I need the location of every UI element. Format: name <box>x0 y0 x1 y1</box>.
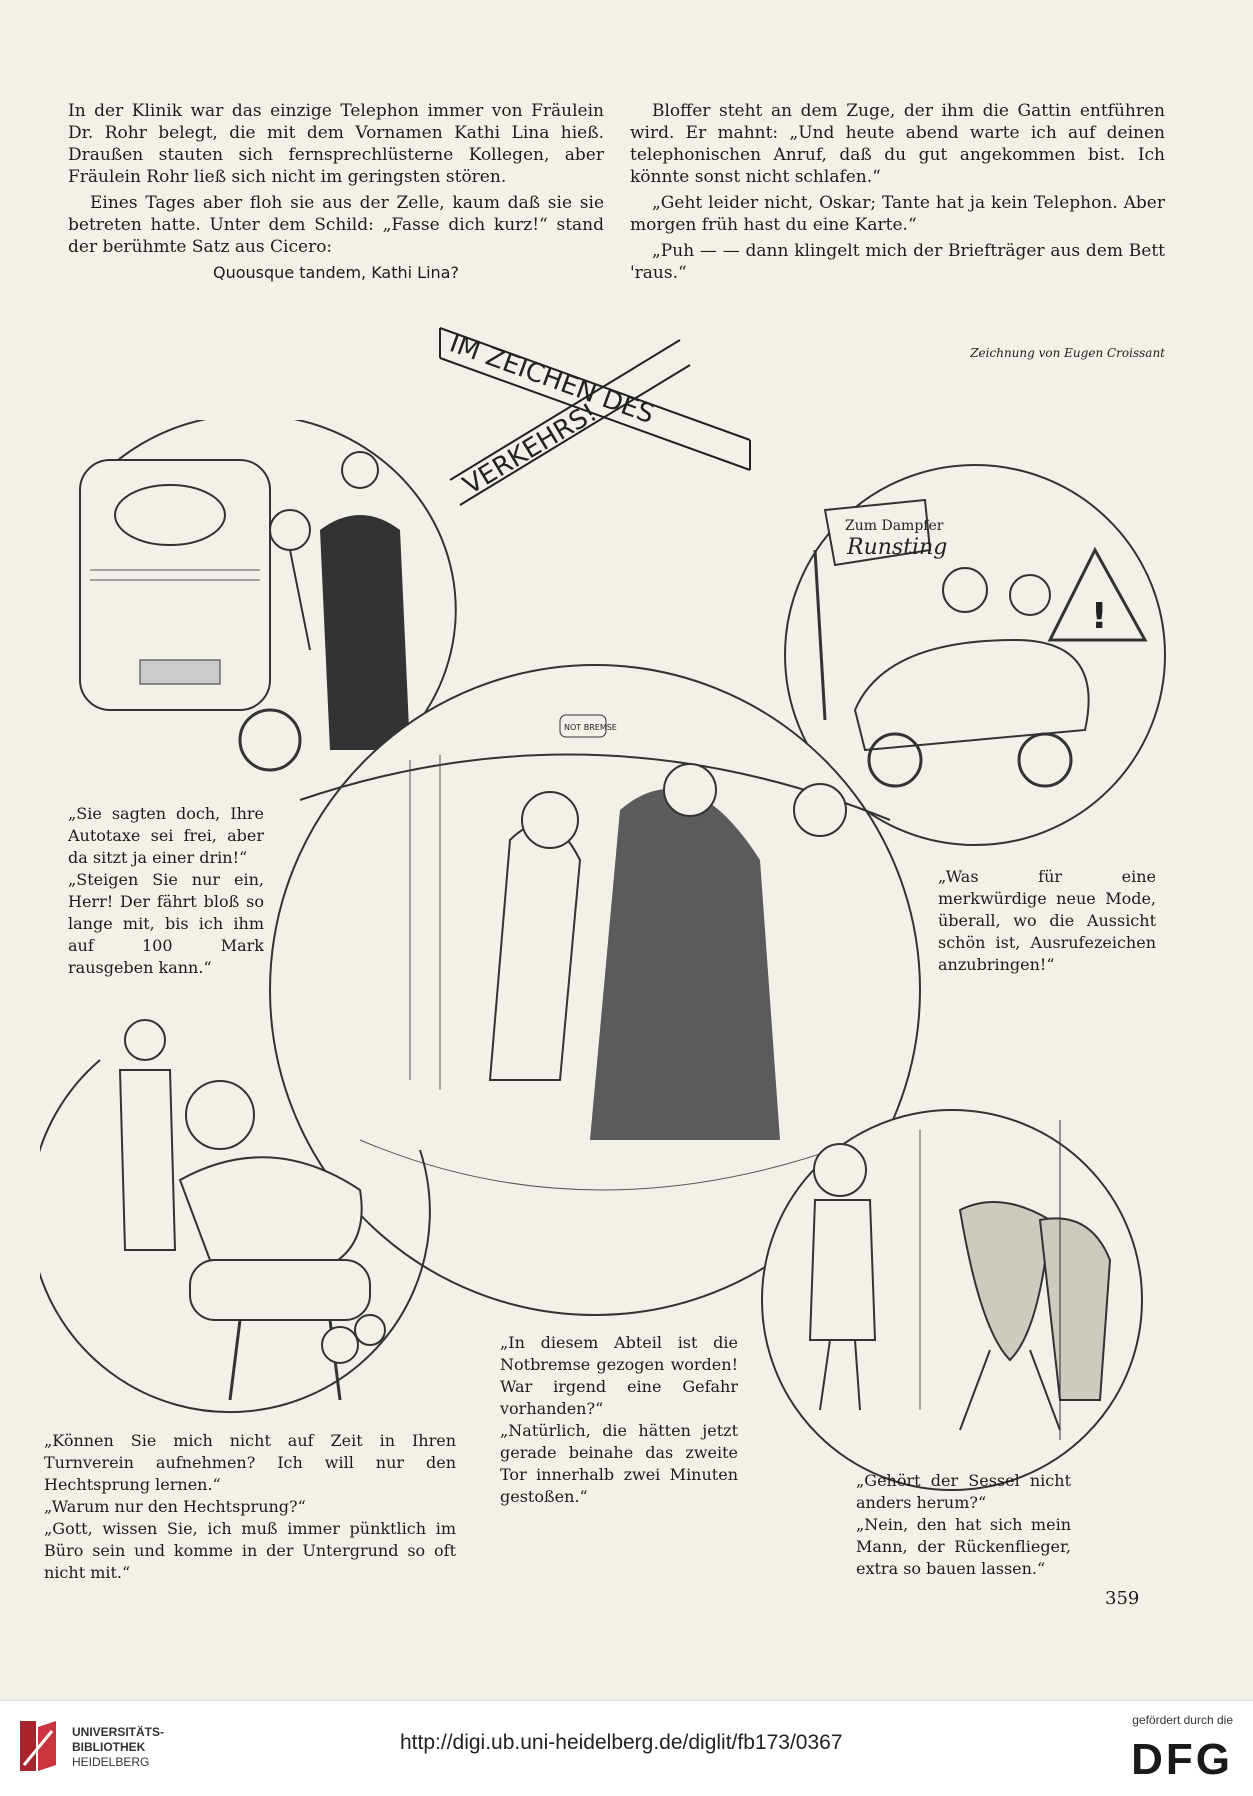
gym-caption-1: „Können Sie mich nicht auf Zeit in Ihren… <box>44 1431 456 1494</box>
title-crossing-sign: IM ZEICHEN DES VERKEHRS! <box>430 320 760 510</box>
gym-caption: „Können Sie mich nicht auf Zeit in Ihren… <box>44 1430 456 1584</box>
chair-caption-1: „Gehört der Sessel nicht anders herum?“ <box>856 1471 1071 1512</box>
footer-bar: UNIVERSITÄTS- BIBLIOTHEK HEIDELBERG http… <box>0 1700 1253 1796</box>
exclamation-mark-sign: ! <box>1091 596 1107 637</box>
left-paragraph-2: Eines Tages aber floh sie aus der Zelle,… <box>68 193 604 257</box>
illustrator-credit: Zeichnung von Eugen Croissant <box>970 346 1165 360</box>
chair-illustration <box>760 1100 1145 1500</box>
sign-main-text: Runsting <box>846 535 947 560</box>
library-line-2: BIBLIOTHEK <box>72 1740 146 1754</box>
notbremse-label: NOT BREMSE <box>564 723 617 732</box>
right-paragraph-2: „Geht leider nicht, Oskar; Tante hat ja … <box>630 193 1165 235</box>
chair-caption: „Gehört der Sessel nicht anders herum?“ … <box>856 1470 1071 1580</box>
taxi-illustration <box>60 413 470 800</box>
page-number: 359 <box>1105 1588 1140 1609</box>
cicero-quote: Quousque tandem, Kathi Lina? <box>213 263 459 282</box>
train-caption-2: „Natürlich, die hätten jetzt gerade bein… <box>500 1421 738 1506</box>
right-column: Bloffer steht an dem Zuge, der ihm die G… <box>630 100 1165 288</box>
taxi-caption: „Sie sagten doch, Ihre Autotaxe sei frei… <box>68 803 264 979</box>
left-paragraph-1: In der Klinik war das einzige Telephon i… <box>68 101 604 187</box>
train-caption: „In diesem Abteil ist die Notbremse gezo… <box>500 1332 738 1508</box>
title-line-2: VERKEHRS! <box>458 398 602 501</box>
right-paragraph-1: Bloffer steht an dem Zuge, der ihm die G… <box>630 101 1165 187</box>
library-line-3: HEIDELBERG <box>72 1755 150 1769</box>
funded-by-label: gefördert durch die <box>1132 1713 1233 1727</box>
library-logo-icon[interactable] <box>14 1717 62 1775</box>
magazine-page: In der Klinik war das einzige Telephon i… <box>28 100 1185 1609</box>
train-illustration: NOT BREMSE <box>260 660 930 1320</box>
library-name[interactable]: UNIVERSITÄTS- BIBLIOTHEK HEIDELBERG <box>72 1725 164 1770</box>
title-line-1: IM ZEICHEN DES <box>446 328 658 430</box>
train-caption-1: „In diesem Abteil ist die Notbremse gezo… <box>500 1333 738 1418</box>
gym-caption-2: „Warum nur den Hechtsprung?“ <box>44 1497 306 1516</box>
right-paragraph-3: „Puh — — dann klingelt mich der Briefträ… <box>630 241 1165 283</box>
dfg-logo[interactable]: DFG <box>1131 1735 1233 1784</box>
taxi-caption-1: „Sie sagten doch, Ihre Autotaxe sei frei… <box>68 804 264 867</box>
car-caption-1: „Was für eine merkwürdige neue Mode, übe… <box>938 867 1156 974</box>
car-illustration: Zum Dampfer Runsting ! <box>765 460 1185 850</box>
chair-caption-2: „Nein, den hat sich mein Mann, der Rücke… <box>856 1515 1071 1578</box>
left-column: In der Klinik war das einzige Telephon i… <box>68 100 604 284</box>
library-line-1: UNIVERSITÄTS- <box>72 1725 165 1739</box>
permalink-url[interactable]: http://digi.ub.uni-heidelberg.de/diglit/… <box>400 1731 843 1754</box>
gym-caption-3: „Gott, wissen Sie, ich muß immer pünktli… <box>44 1519 456 1582</box>
taxi-caption-2: „Steigen Sie nur ein, Herr! Der fährt bl… <box>68 870 264 977</box>
gym-illustration <box>28 1000 460 1420</box>
car-caption: „Was für eine merkwürdige neue Mode, übe… <box>938 866 1156 976</box>
sign-top-text: Zum Dampfer <box>845 518 944 534</box>
